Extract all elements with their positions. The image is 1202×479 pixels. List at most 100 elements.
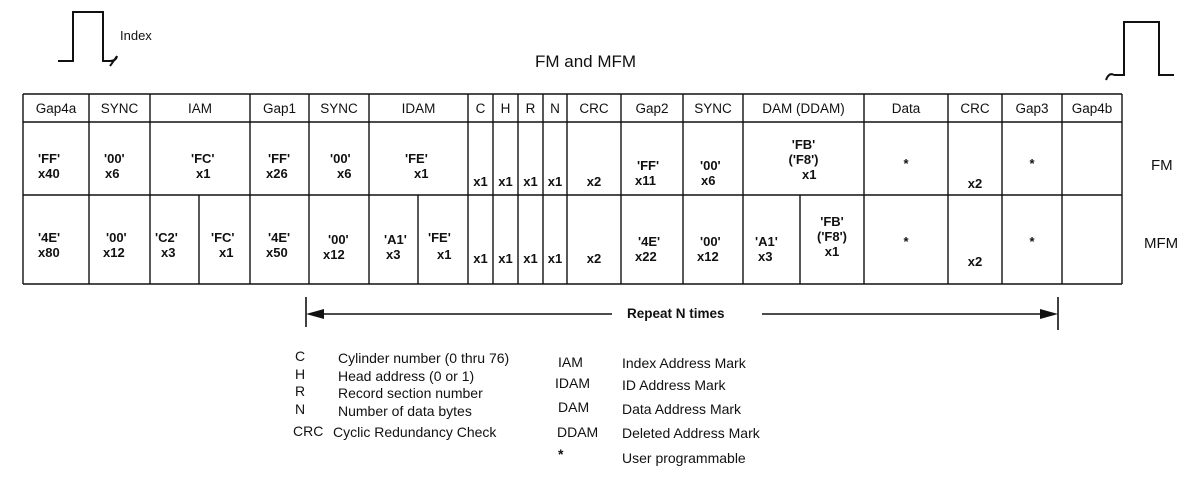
fm-sync-2-value: '00': [330, 151, 351, 166]
mfm-r-count: x1: [523, 251, 538, 266]
mfm-sync-1-count: x12: [103, 245, 125, 260]
header-gap2: Gap2: [635, 101, 669, 116]
header-n: N: [550, 101, 560, 116]
fm-sync-3-value: '00': [700, 158, 721, 173]
mfm-gap1-count: x50: [266, 245, 288, 260]
fm-gap2-value: 'FF': [637, 158, 660, 173]
legend-desc-dam: Data Address Mark: [622, 401, 742, 417]
fm-gap1-value: 'FF': [268, 151, 291, 166]
legend-abbr-n: N: [295, 401, 306, 417]
repeat-arrow: [305, 297, 1059, 330]
mfm-gap4a-value: '4E': [38, 230, 61, 245]
header-sync-3: SYNC: [694, 101, 732, 116]
fm-sync-2-count: x6: [337, 166, 352, 181]
fm-crc-1-count: x2: [586, 174, 602, 189]
index-pulse-right: [1105, 21, 1174, 81]
mfm-idam-a1-value: 'A1': [384, 232, 407, 247]
legend-abbr-crc: CRC: [293, 423, 324, 439]
mfm-iam-c2-value: 'C2': [155, 230, 178, 245]
legend-abbr-iam: IAM: [558, 354, 583, 370]
fm-gap2-count: x11: [635, 173, 656, 188]
index-label: Index: [120, 28, 152, 43]
legend-desc-iam: Index Address Mark: [622, 355, 746, 371]
fm-crc-2-count: x2: [967, 176, 983, 191]
mfm-idam-fe-value: 'FE': [428, 230, 451, 245]
repeat-label: Repeat N times: [627, 306, 725, 321]
fm-idam-count: x1: [414, 166, 429, 181]
fm-gap3-value: *: [1029, 156, 1035, 171]
legend-abbr-c: C: [295, 348, 306, 364]
mfm-iam-fc-value: 'FC': [211, 230, 235, 245]
legend-abbr-h: H: [295, 366, 306, 382]
header-gap4a: Gap4a: [35, 101, 77, 116]
legend-abbr-asterisk: *: [558, 446, 564, 462]
header-r: R: [525, 101, 536, 116]
mfm-ddam-f8-value: ('F8'): [816, 229, 847, 244]
header-gap4b: Gap4b: [1071, 101, 1113, 116]
mfm-data-value: *: [903, 234, 909, 249]
legend-desc-r: Record section number: [338, 385, 483, 401]
mfm-idam-a1-count: x3: [386, 247, 401, 262]
legend-desc-n: Number of data bytes: [338, 403, 472, 419]
fm-sync-3-count: x6: [701, 173, 716, 188]
mfm-gap4a-count: x80: [38, 245, 60, 260]
mfm-dam-count: x1: [824, 244, 840, 259]
index-pulse-left: [58, 11, 118, 67]
fm-c-count: x1: [473, 174, 488, 189]
mfm-gap2-count: x22: [635, 249, 657, 264]
legend-desc-crc: Cyclic Redundancy Check: [333, 424, 497, 440]
mfm-iam-c2-count: x3: [161, 245, 176, 260]
fm-r-count: x1: [523, 174, 538, 189]
header-crc-1: CRC: [579, 101, 609, 116]
mfm-sync-3-value: '00': [700, 234, 721, 249]
legend-abbr-idam: IDAM: [555, 375, 590, 391]
mfm-gap1-value: '4E': [268, 230, 291, 245]
header-idam: IDAM: [401, 101, 436, 116]
mfm-h-count: x1: [498, 251, 513, 266]
mfm-dam-fb-value: 'FB': [820, 214, 844, 229]
mfm-sync-2-count: x12: [323, 247, 345, 262]
table-grid: [22, 93, 1123, 285]
mfm-dam-a1-count: x3: [758, 249, 773, 264]
legend-desc-user-programmable: User programmable: [622, 450, 746, 466]
header-data: Data: [891, 101, 921, 116]
fm-sync-1-count: x6: [105, 166, 120, 181]
header-c: C: [475, 101, 486, 116]
header-dam-ddam: DAM (DDAM): [762, 101, 845, 116]
mfm-gap3-value: *: [1029, 234, 1035, 249]
fm-gap4a-value: 'FF': [38, 151, 61, 166]
fm-dam-count: x1: [802, 167, 817, 182]
row-label-mfm: MFM: [1144, 235, 1179, 252]
fm-data-value: *: [903, 156, 909, 171]
header-sync-1: SYNC: [100, 101, 139, 116]
header-crc-2: CRC: [960, 101, 990, 116]
fm-h-count: x1: [498, 174, 513, 189]
legend-desc-idam: ID Address Mark: [622, 377, 726, 393]
fm-iam-count: x1: [196, 166, 211, 181]
fm-iam-value: 'FC': [191, 151, 215, 166]
header-iam: IAM: [187, 101, 212, 116]
mfm-c-count: x1: [473, 251, 488, 266]
legend-desc-h: Head address (0 or 1): [338, 368, 475, 384]
fm-sync-1-value: '00': [104, 151, 125, 166]
mfm-sync-1-value: '00': [106, 230, 127, 245]
mfm-n-count: x1: [547, 251, 563, 266]
fm-idam-value: 'FE': [405, 151, 428, 166]
legend-desc-ddam: Deleted Address Mark: [622, 425, 760, 441]
header-h: H: [500, 101, 511, 116]
row-label-fm: FM: [1151, 157, 1173, 174]
header-sync-2: SYNC: [320, 101, 358, 116]
legend-abbr-ddam: DDAM: [557, 424, 599, 440]
legend-abbr-r: R: [295, 383, 306, 399]
mfm-dam-a1-value: 'A1': [755, 234, 778, 249]
fm-n-count: x1: [547, 174, 563, 189]
mfm-idam-fe-count: x1: [437, 247, 452, 262]
mfm-iam-fc-count: x1: [219, 245, 234, 260]
legend-desc-c: Cylinder number (0 thru 76): [338, 350, 510, 366]
diagram-title: FM and MFM: [535, 52, 637, 71]
fm-ddam-value: ('F8'): [788, 152, 819, 167]
mfm-crc-1-count: x2: [586, 251, 602, 266]
mfm-sync-2-value: '00': [328, 232, 349, 247]
